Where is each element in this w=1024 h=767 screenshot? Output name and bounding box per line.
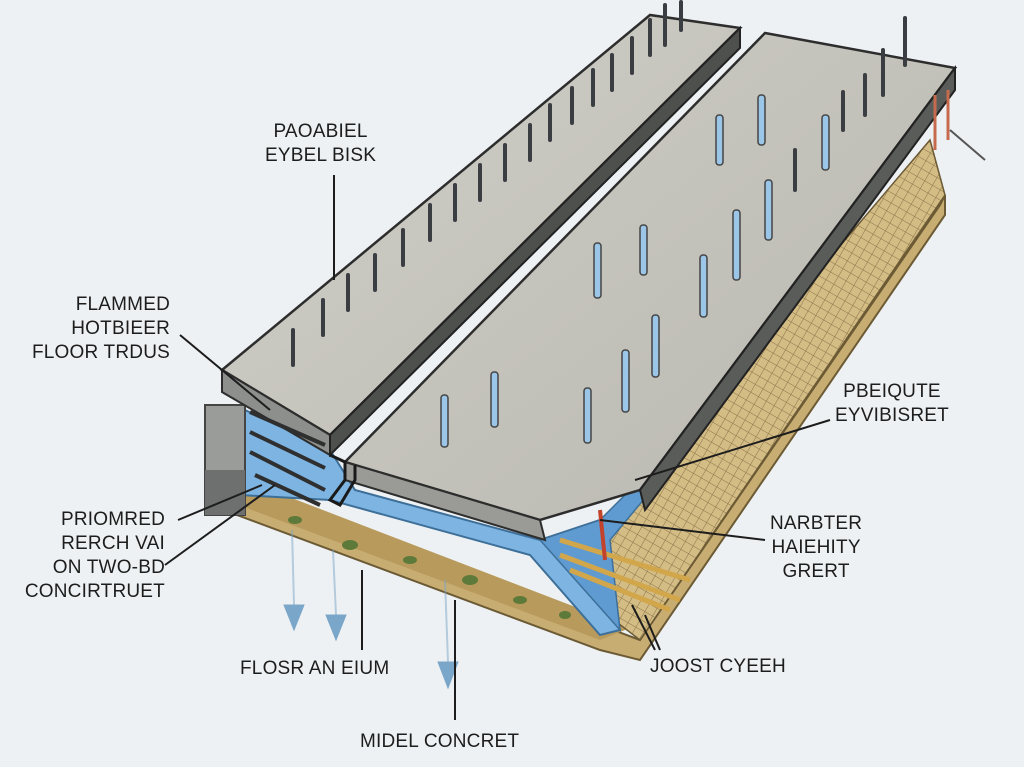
rebar-cluster xyxy=(559,537,691,613)
label-left-upper: FLAMMED HOTBIEER FLOOR TRDUS xyxy=(31,294,170,363)
drainage-arrows xyxy=(283,529,459,690)
rods-left-slab xyxy=(291,0,683,367)
label-footer: MIDEL CONCRET xyxy=(360,731,520,752)
label-top-center: PAOABIEL EYBEL BISK xyxy=(265,121,377,166)
label-right-middle: NARBTER HAIEHITY GRERT xyxy=(770,513,863,582)
left-slab-side xyxy=(329,25,741,458)
end-wire xyxy=(949,129,986,161)
sensor-tubes xyxy=(440,94,830,448)
end-pipes xyxy=(933,90,950,150)
soil-bed xyxy=(225,482,630,640)
tie-bars xyxy=(249,410,326,507)
soil-moss xyxy=(288,516,571,619)
red-dowel xyxy=(598,509,607,561)
label-left-lower: PRIOMRED RERCH VAI ON TWO-BD CONCIRTRUET xyxy=(24,509,165,602)
label-right-upper: PBEIQUTE EYVIBISRET xyxy=(835,381,949,426)
label-bottom-center: FLOSR AN EIUM xyxy=(240,658,390,679)
expansion-joint xyxy=(327,453,357,507)
leader-lines xyxy=(164,175,831,720)
rods-right-slab xyxy=(793,16,907,192)
right-slab-side xyxy=(638,64,956,513)
label-bottom-right: JOOST CYEEH xyxy=(650,656,786,677)
